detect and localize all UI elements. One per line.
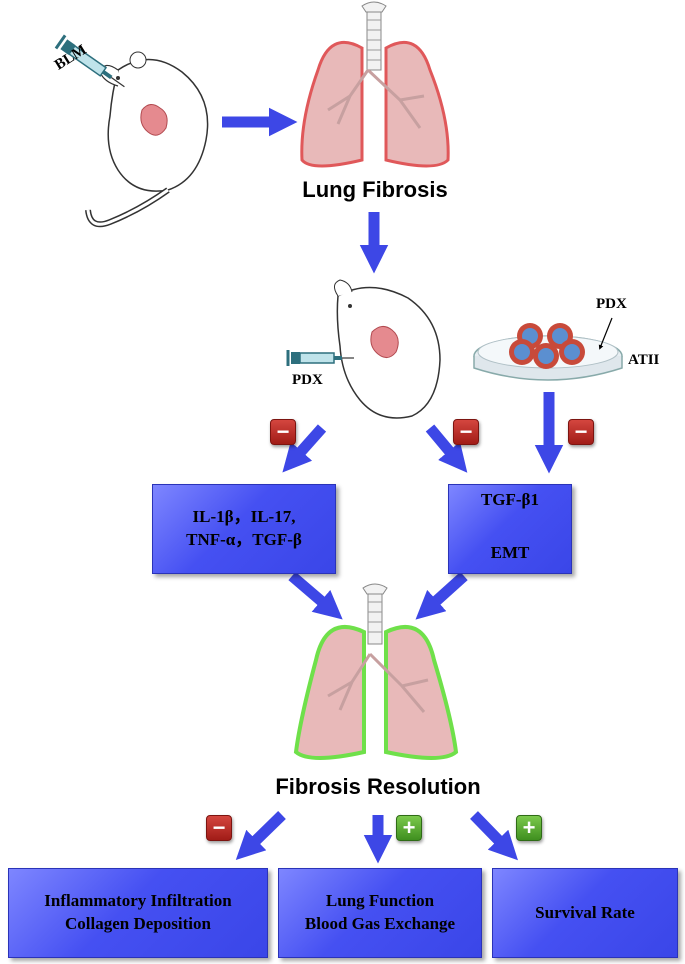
box-survival: Survival Rate bbox=[492, 868, 678, 958]
minus-sign-inflammatory: − bbox=[206, 815, 232, 841]
arrow-to-tgf-from-mouse bbox=[425, 424, 468, 473]
label-lung-fibrosis: Lung Fibrosis bbox=[302, 177, 448, 202]
syringe-icon bbox=[54, 34, 125, 88]
lung-icon bbox=[300, 1, 450, 168]
minus-sign-dish-tgf: − bbox=[568, 419, 594, 445]
box-tgf-emt: TGF-β1 EMT bbox=[448, 484, 572, 574]
box-survival-line1: Survival Rate bbox=[535, 902, 635, 922]
label-fibrosis-resolution: Fibrosis Resolution bbox=[275, 774, 481, 799]
label-atii: ATII bbox=[628, 352, 660, 368]
box-inflammatory-line2: Collagen Deposition bbox=[65, 914, 211, 933]
box-inflammatory-line1: Inflammatory Infiltration bbox=[44, 891, 232, 911]
plus-sign-lung-function: + bbox=[396, 815, 422, 841]
arrow-to-survival bbox=[470, 811, 518, 861]
box-tgf-line1: TGF-β1 bbox=[480, 490, 540, 509]
minus-sign-mouse-tgf: − bbox=[453, 419, 479, 445]
mouse-icon bbox=[334, 279, 441, 419]
petri-dish-icon bbox=[473, 317, 623, 381]
cell-icon bbox=[509, 323, 585, 369]
box-cytokines-line1: IL-1β，IL-17, bbox=[192, 507, 296, 527]
box-lung-function-line2: Blood Gas Exchange bbox=[304, 914, 456, 933]
plus-sign-survival: + bbox=[516, 815, 542, 841]
arrow-cytokines-to-resolution bbox=[288, 571, 343, 620]
box-cytokines-line2: TNF-α，TGF-β bbox=[186, 530, 302, 549]
label-pdx-mouse: PDX bbox=[292, 372, 323, 388]
box-tgf-line2: EMT bbox=[490, 543, 530, 563]
syringe-icon bbox=[286, 350, 354, 366]
mouse-icon bbox=[85, 51, 209, 228]
lung-icon bbox=[293, 583, 459, 760]
box-cytokines: IL-1β，IL-17, TNF-α，TGF-β bbox=[152, 484, 336, 574]
box-lung-function: Lung Function Blood Gas Exchange bbox=[278, 868, 482, 958]
box-lung-function-line1: Lung Function bbox=[325, 891, 435, 911]
arrow-to-inflammatory bbox=[235, 811, 286, 860]
minus-sign-cytokines: − bbox=[270, 419, 296, 445]
flow-arrows bbox=[222, 107, 564, 864]
box-inflammatory: Inflammatory Infiltration Collagen Depos… bbox=[8, 868, 268, 958]
label-pdx-dish: PDX bbox=[596, 296, 627, 312]
arrow-to-cytokines bbox=[282, 424, 327, 473]
arrow-tgf-to-resolution bbox=[415, 571, 468, 620]
